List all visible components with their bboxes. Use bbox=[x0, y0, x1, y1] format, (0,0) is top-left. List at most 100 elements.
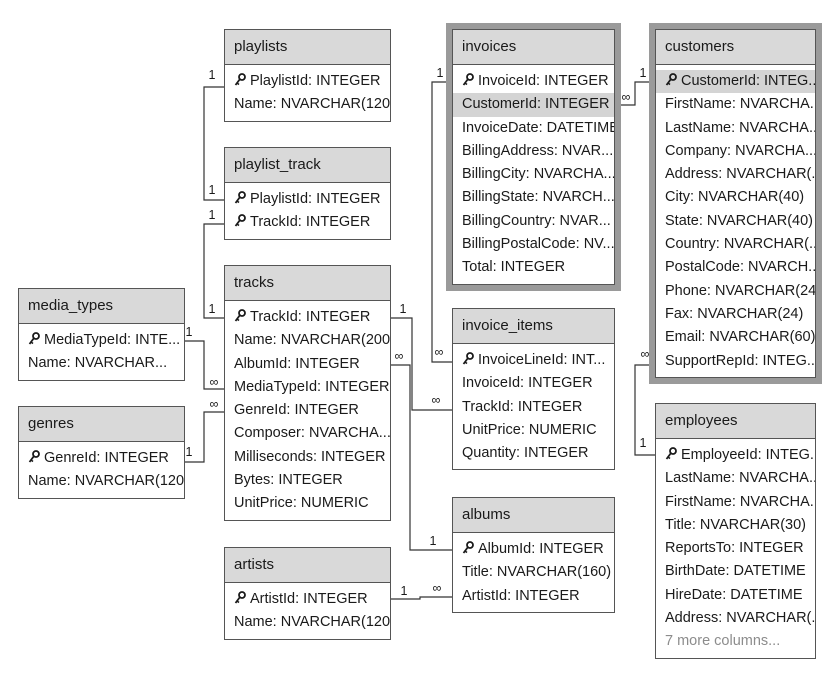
column-row[interactable]: Name: NVARCHAR(200) bbox=[225, 329, 390, 352]
column-row[interactable]: MediaTypeId: INTE... bbox=[19, 329, 184, 352]
column-row[interactable]: Quantity: INTEGER bbox=[453, 442, 614, 465]
column-row[interactable]: EmployeeId: INTEG... bbox=[656, 444, 815, 467]
column-row[interactable]: Email: NVARCHAR(60) bbox=[656, 326, 815, 349]
table-header[interactable]: genres bbox=[19, 407, 184, 442]
table-header[interactable]: tracks bbox=[225, 266, 390, 301]
column-row[interactable]: ArtistId: INTEGER bbox=[453, 585, 614, 608]
relationship-line-tracks-playlist_track[interactable] bbox=[203, 223, 224, 319]
column-row[interactable]: Name: NVARCHAR(120) bbox=[225, 93, 390, 116]
column-row[interactable]: AlbumId: INTEGER bbox=[225, 353, 390, 376]
column-row[interactable]: InvoiceDate: DATETIME bbox=[453, 117, 614, 140]
table-header[interactable]: invoice_items bbox=[453, 309, 614, 344]
column-row[interactable]: ArtistId: INTEGER bbox=[225, 588, 390, 611]
column-row[interactable]: State: NVARCHAR(40) bbox=[656, 210, 815, 233]
column-row[interactable]: HireDate: DATETIME bbox=[656, 584, 815, 607]
column-row[interactable]: CustomerId: INTEG... bbox=[656, 70, 815, 94]
column-row[interactable]: MediaTypeId: INTEGER bbox=[225, 376, 390, 399]
column-row[interactable]: Phone: NVARCHAR(24) bbox=[656, 280, 815, 303]
column-row[interactable]: BillingState: NVARCH... bbox=[453, 186, 614, 209]
relationship-line-invoices-invoice_items[interactable] bbox=[431, 81, 452, 363]
column-row[interactable]: Address: NVARCHAR(... bbox=[656, 607, 815, 630]
column-row[interactable]: Title: NVARCHAR(160) bbox=[453, 561, 614, 584]
column-row[interactable]: Country: NVARCHAR(... bbox=[656, 233, 815, 256]
column-row[interactable]: LastName: NVARCHA... bbox=[656, 117, 815, 140]
column-row[interactable]: GenreId: INTEGER bbox=[19, 447, 184, 470]
column-row[interactable]: LastName: NVARCHA... bbox=[656, 467, 815, 490]
column-row[interactable]: BillingCity: NVARCHA... bbox=[453, 163, 614, 186]
column-row[interactable]: BillingAddress: NVAR... bbox=[453, 140, 614, 163]
column-row[interactable]: AlbumId: INTEGER bbox=[453, 538, 614, 561]
column-row[interactable]: PlaylistId: INTEGER bbox=[225, 70, 390, 93]
column-label: BirthDate: DATETIME bbox=[665, 563, 806, 580]
column-row[interactable]: FirstName: NVARCHA... bbox=[656, 93, 815, 116]
column-row[interactable]: FirstName: NVARCHA... bbox=[656, 491, 815, 514]
table-header[interactable]: employees bbox=[656, 404, 815, 439]
column-row[interactable]: BillingPostalCode: NV... bbox=[453, 233, 614, 256]
table-header[interactable]: customers bbox=[656, 30, 815, 65]
column-row[interactable]: TrackId: INTEGER bbox=[225, 211, 390, 234]
relationship-line-genres-tracks[interactable] bbox=[185, 411, 224, 463]
column-row[interactable]: Address: NVARCHAR(... bbox=[656, 163, 815, 186]
column-label: PlaylistId: INTEGER bbox=[250, 191, 381, 207]
cardinality-to: ∞ bbox=[432, 393, 441, 407]
column-row[interactable]: Milliseconds: INTEGER bbox=[225, 446, 390, 469]
column-row[interactable]: Bytes: INTEGER bbox=[225, 469, 390, 492]
column-row[interactable]: BirthDate: DATETIME bbox=[656, 560, 815, 583]
table-header[interactable]: playlist_track bbox=[225, 148, 390, 183]
column-row[interactable]: Title: NVARCHAR(30) bbox=[656, 514, 815, 537]
relationship-line-tracks-invoice_items[interactable] bbox=[391, 317, 452, 411]
table-header[interactable]: albums bbox=[453, 498, 614, 533]
column-row[interactable]: Total: INTEGER bbox=[453, 256, 614, 279]
column-row[interactable]: Name: NVARCHAR... bbox=[19, 352, 184, 375]
column-row[interactable]: Composer: NVARCHA... bbox=[225, 422, 390, 445]
column-row[interactable]: InvoiceId: INTEGER bbox=[453, 372, 614, 395]
column-label: Email: NVARCHAR(60) bbox=[665, 329, 815, 346]
column-row[interactable]: InvoiceId: INTEGER bbox=[453, 70, 614, 93]
column-row[interactable]: PlaylistId: INTEGER bbox=[225, 188, 390, 211]
column-label: TrackId: INTEGER bbox=[250, 309, 371, 325]
column-row[interactable]: Name: NVARCHAR(120) bbox=[19, 470, 184, 493]
column-label: InvoiceLineId: INT... bbox=[478, 352, 606, 368]
cardinality-to: ∞ bbox=[395, 349, 404, 363]
column-row[interactable]: Name: NVARCHAR(120) bbox=[225, 611, 390, 634]
column-row[interactable]: City: NVARCHAR(40) bbox=[656, 186, 815, 209]
column-row[interactable]: TrackId: INTEGER bbox=[225, 306, 390, 329]
column-label: BillingPostalCode: NV... bbox=[462, 236, 614, 253]
column-row[interactable]: SupportRepId: INTEG... bbox=[656, 350, 815, 373]
column-row[interactable]: InvoiceLineId: INT... bbox=[453, 349, 614, 372]
column-row[interactable]: GenreId: INTEGER bbox=[225, 399, 390, 422]
column-row[interactable]: CustomerId: INTEGER bbox=[453, 93, 614, 117]
column-row[interactable]: Company: NVARCHA... bbox=[656, 140, 815, 163]
table-header[interactable]: invoices bbox=[453, 30, 614, 65]
column-row[interactable]: Fax: NVARCHAR(24) bbox=[656, 303, 815, 326]
column-row[interactable]: BillingCountry: NVAR... bbox=[453, 210, 614, 233]
column-row[interactable]: UnitPrice: NUMERIC bbox=[225, 492, 390, 515]
column-row[interactable]: ReportsTo: INTEGER bbox=[656, 537, 815, 560]
column-row[interactable]: PostalCode: NVARCH... bbox=[656, 256, 815, 279]
relationship-line-artists-albums[interactable] bbox=[391, 596, 452, 600]
more-columns-link[interactable]: 7 more columns... bbox=[656, 630, 815, 653]
table-header[interactable]: artists bbox=[225, 548, 390, 583]
relationship-line-employees-customers[interactable] bbox=[634, 364, 655, 456]
table-header[interactable]: media_types bbox=[19, 289, 184, 324]
column-row[interactable]: UnitPrice: NUMERIC bbox=[453, 419, 614, 442]
relationship-line-customers-invoices[interactable] bbox=[615, 81, 655, 106]
table-header[interactable]: playlists bbox=[225, 30, 390, 65]
relationship-line-playlists-playlist_track[interactable] bbox=[203, 86, 224, 201]
column-row[interactable]: TrackId: INTEGER bbox=[453, 396, 614, 419]
relationship-line-albums-tracks[interactable] bbox=[391, 364, 452, 551]
relationship-line-media_types-tracks[interactable] bbox=[185, 340, 224, 390]
column-label: UnitPrice: NUMERIC bbox=[234, 495, 369, 512]
